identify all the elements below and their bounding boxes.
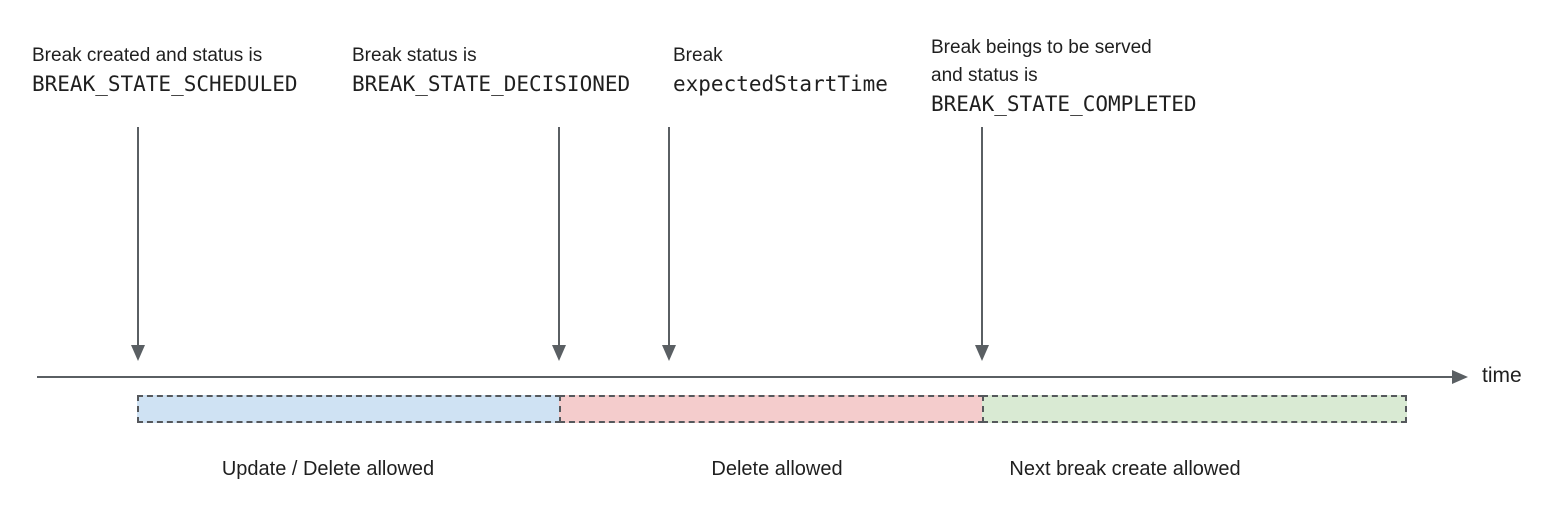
arrow-head-icon [975,345,989,361]
annotation-break-completed-text-2: and status is [931,65,1038,86]
annotation-break-scheduled-code: BREAK_STATE_SCHEDULED [32,72,298,96]
annotation-break-decisioned: Break status is BREAK_STATE_DECISIONED [352,42,630,98]
arrow-down-scheduled [131,127,145,361]
segment-next-break-create-allowed [982,395,1407,423]
annotation-expected-start-time-code: expectedStartTime [673,72,888,96]
segment-label-next-break-create: Next break create allowed [1009,458,1241,480]
annotation-break-decisioned-code: BREAK_STATE_DECISIONED [352,72,631,96]
time-axis-arrow-icon [1452,370,1468,384]
annotation-break-scheduled-text: Break created and status is [32,45,263,66]
arrow-shaft [137,127,139,345]
segment-delete-allowed [559,395,984,423]
segment-update-delete-allowed [137,395,561,423]
annotation-break-decisioned-text: Break status is [352,45,477,66]
annotation-break-completed-text-1: Break beings to be served [931,37,1152,58]
annotation-break-completed: Break beings to be served and status is … [931,34,1197,118]
segment-label-update-delete: Update / Delete allowed [221,458,435,480]
arrow-head-icon [662,345,676,361]
arrow-down-expected-start [662,127,676,361]
annotation-break-scheduled: Break created and status is BREAK_STATE_… [32,42,298,98]
arrow-down-decisioned [552,127,566,361]
time-axis-label: time [1482,364,1522,387]
arrow-shaft [981,127,983,345]
arrow-shaft [558,127,560,345]
annotation-break-completed-code: BREAK_STATE_COMPLETED [931,92,1197,116]
arrow-head-icon [552,345,566,361]
annotation-expected-start-time-text: Break [673,45,723,66]
arrow-down-completed [975,127,989,361]
annotation-expected-start-time: Break expectedStartTime [673,42,888,98]
segment-label-delete: Delete allowed [711,458,843,480]
arrow-shaft [668,127,670,345]
time-axis-line [37,376,1454,378]
arrow-head-icon [131,345,145,361]
